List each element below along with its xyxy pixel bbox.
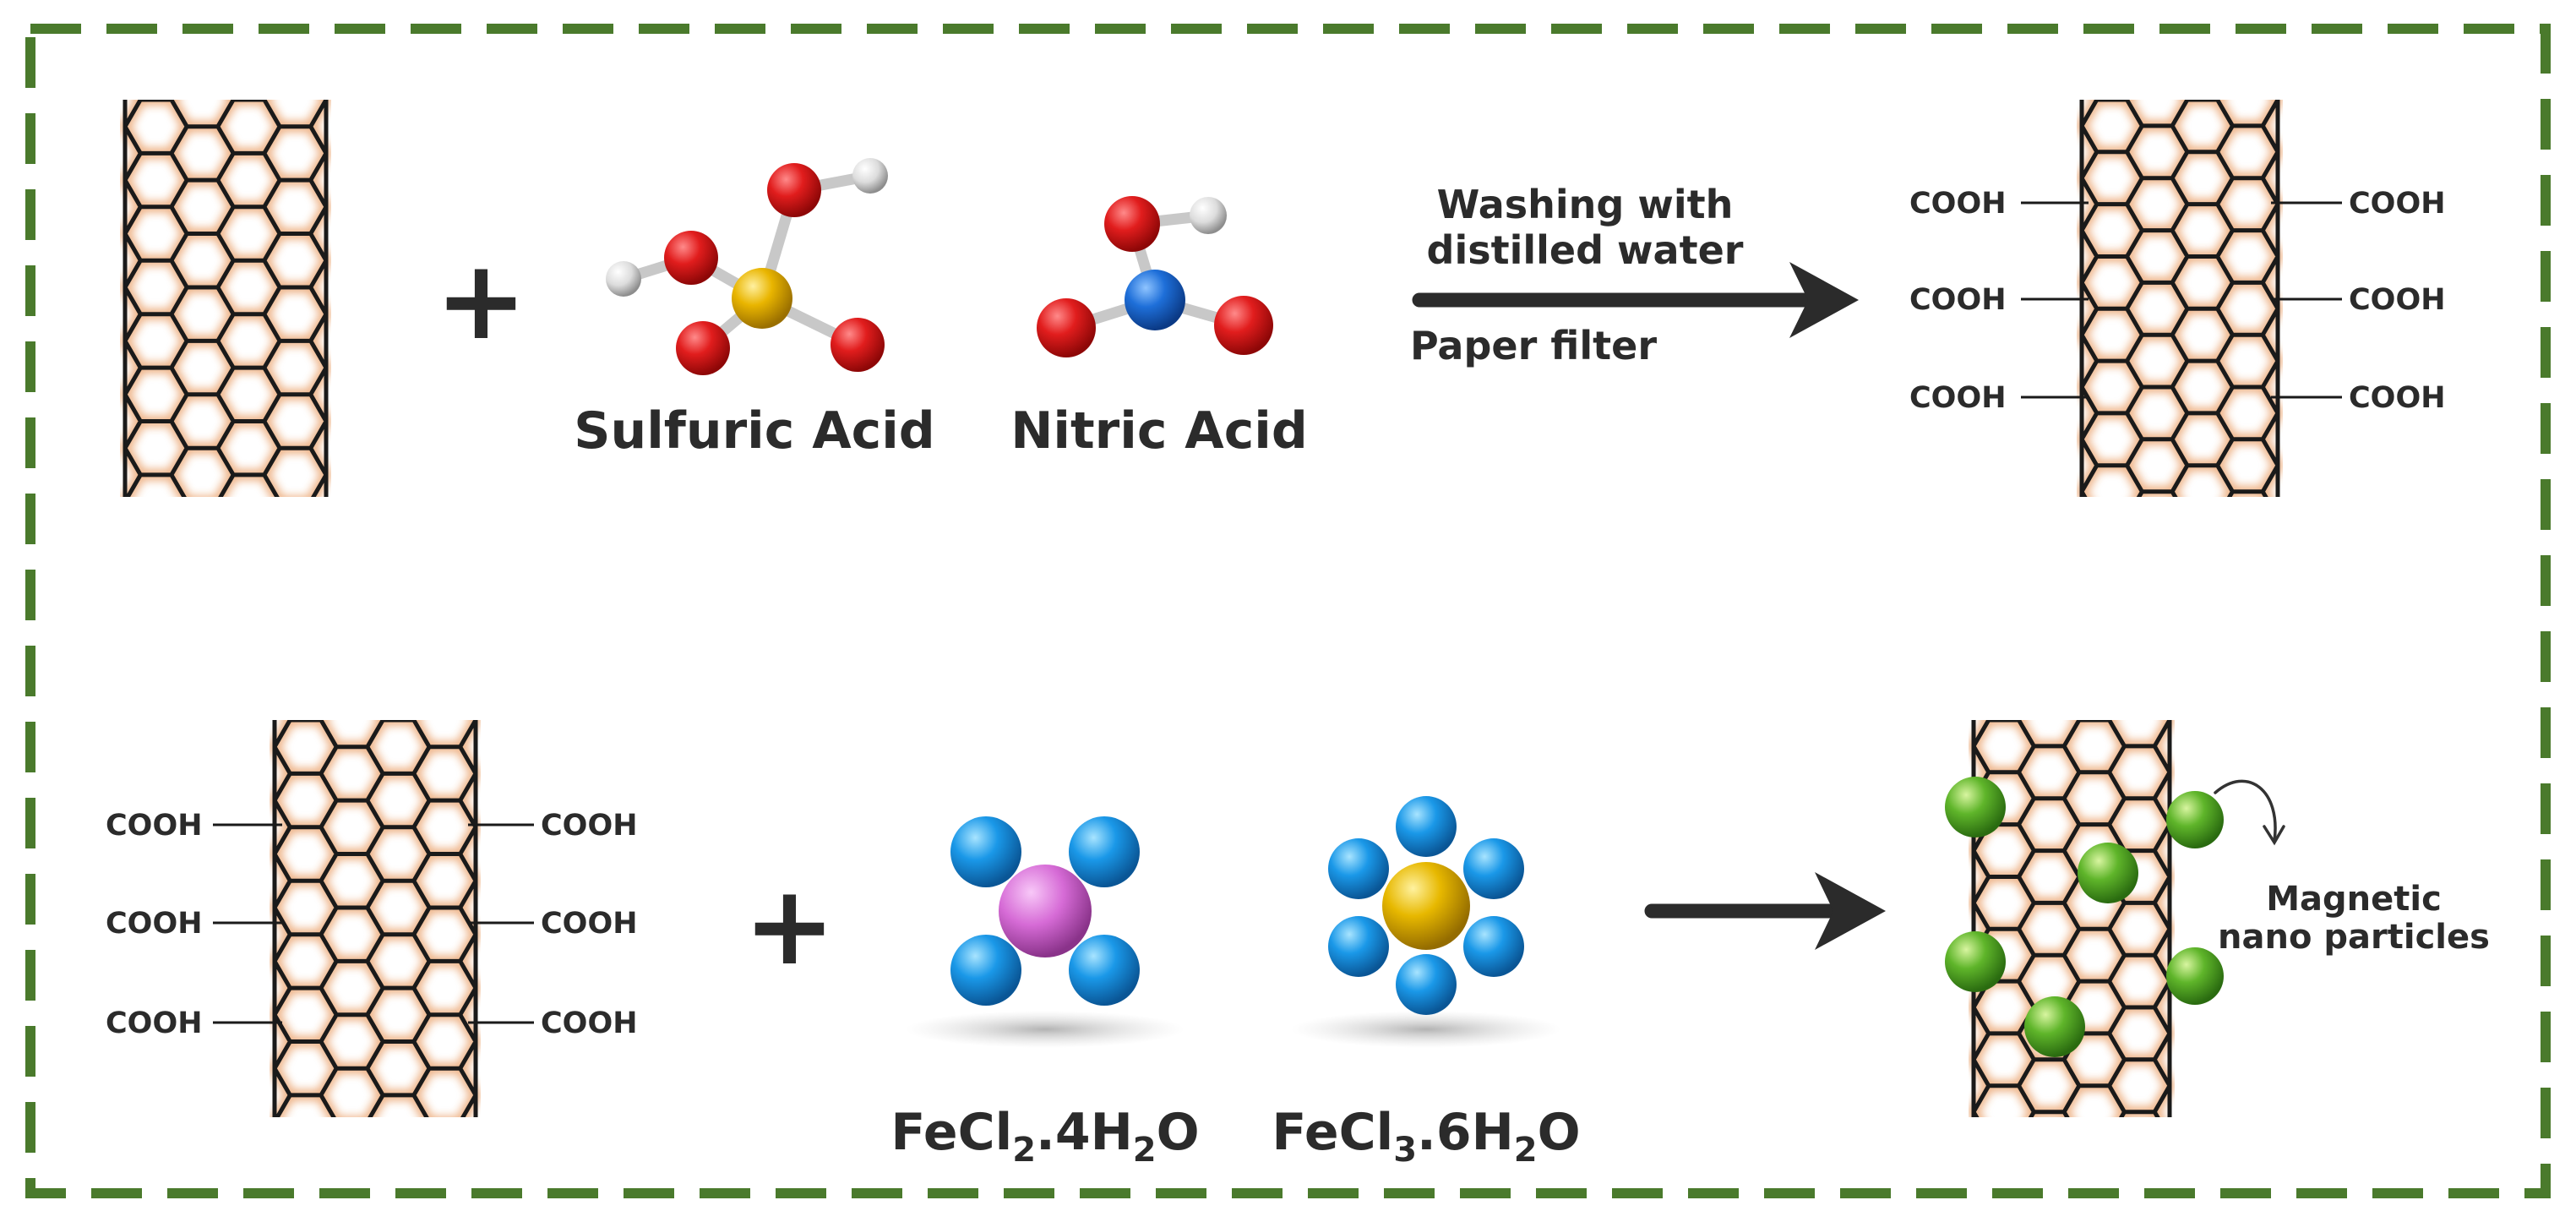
cooh-label: COOH: [106, 1007, 203, 1040]
cooh-label: COOH: [541, 907, 638, 941]
nanoparticle-label-line1: Magnetic: [2266, 880, 2442, 919]
sulfuric-acid-label: Sulfuric Acid: [574, 401, 934, 461]
fecl3-complex: [1291, 796, 1561, 1048]
fecl2-label: FeCl2.4H2O: [890, 1103, 1199, 1170]
nanotube-carboxylated-reactant: [270, 720, 481, 1117]
reaction-arrow-bottom: [1644, 872, 1886, 950]
cooh-label: COOH: [541, 809, 638, 843]
reaction-arrow-top: [1412, 262, 1859, 338]
cooh-connectors: [213, 201, 2342, 1024]
plus-sign: +: [743, 861, 836, 990]
arrow-label-distilled-water: distilled water: [1427, 227, 1744, 273]
fecl2-complex: [906, 816, 1185, 1048]
nanotube-magnetic: [1969, 720, 2175, 1117]
cooh-label: COOH: [106, 809, 203, 843]
cooh-label: COOH: [1909, 283, 2007, 317]
cooh-label: COOH: [2349, 381, 2446, 415]
nanotube-carboxylated: [2077, 100, 2283, 497]
nitric-acid-label: Nitric Acid: [1010, 401, 1308, 461]
nitric-acid-molecule: [1037, 196, 1273, 357]
cooh-label: COOH: [1909, 187, 2007, 221]
cooh-label: COOH: [2349, 187, 2446, 221]
nanoparticle-pointer-arrow: [2214, 779, 2285, 846]
fecl3-label: FeCl3.6H2O: [1272, 1103, 1580, 1170]
magnetic-nanoparticles: [1945, 777, 2224, 1057]
sulfuric-acid-molecule: [606, 158, 888, 375]
nanotube-pristine: [120, 100, 331, 497]
cooh-label: COOH: [2349, 283, 2446, 317]
cooh-label: COOH: [106, 907, 203, 941]
arrow-label-washing: Washing with: [1437, 182, 1734, 227]
nanoparticle-label-line2: nano particles: [2218, 918, 2490, 957]
cooh-label: COOH: [1909, 381, 2007, 415]
cooh-label: COOH: [541, 1007, 638, 1040]
arrow-label-paper-filter: Paper filter: [1410, 323, 1657, 368]
dashed-frame: [25, 24, 2551, 1198]
plus-sign: +: [435, 236, 527, 364]
